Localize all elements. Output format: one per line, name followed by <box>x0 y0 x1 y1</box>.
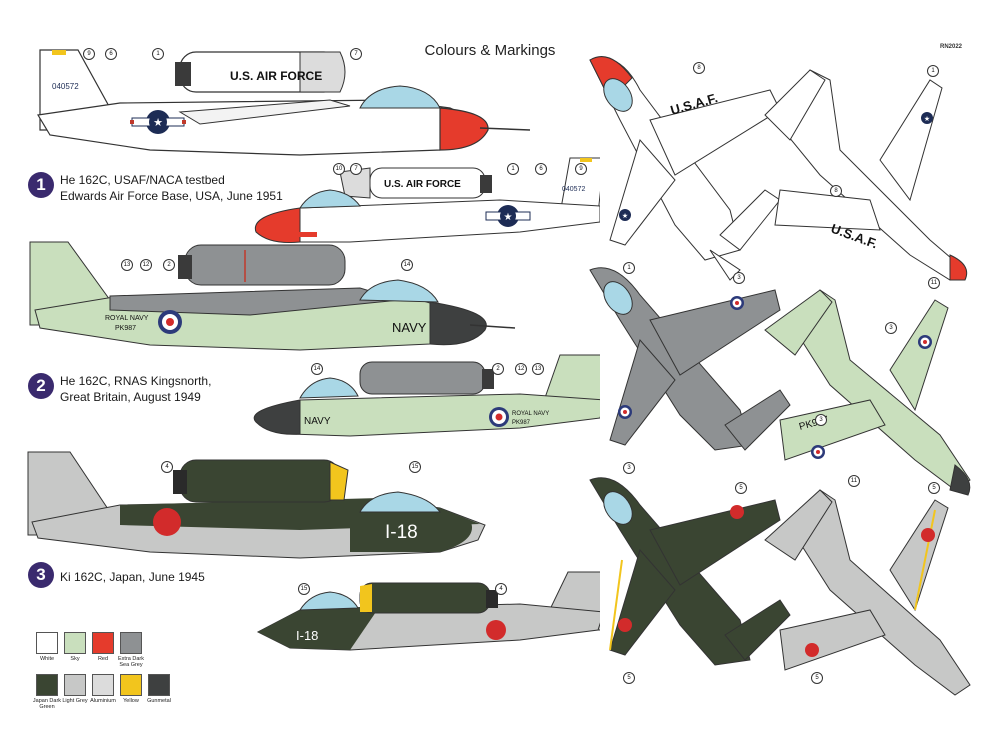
callout-number: 7 <box>350 163 362 175</box>
callout-number: 3 <box>623 462 635 474</box>
callout-number: 9 <box>575 163 587 175</box>
s1-right-usaf-text: U.S. AIR FORCE <box>384 179 461 190</box>
callout-number: 14 <box>401 259 413 271</box>
colour-swatch <box>92 674 114 696</box>
s1-right-serial: 040572 <box>562 186 585 193</box>
s3-left-profile: I-18 <box>27 451 486 559</box>
s2-left-navy: NAVY <box>392 320 427 335</box>
side-views: U.S. AIR FORCE ★ 040572 U.S. AIR FORCE <box>27 49 600 651</box>
scheme-1-line1: He 162C, USAF/NACA testbed <box>60 173 225 187</box>
colour-swatch-label: Aluminium <box>90 698 116 704</box>
callout-number: 15 <box>298 583 310 595</box>
colour-swatch-label: Red <box>97 656 109 662</box>
callout-number: 12 <box>515 363 527 375</box>
colour-swatch-label: White <box>39 656 55 662</box>
callout-number: 1 <box>152 48 164 60</box>
callout-number: 1 <box>623 262 635 274</box>
callout-number: 5 <box>623 672 635 684</box>
page-title: Colours & Markings <box>424 42 556 59</box>
colour-swatch <box>36 674 58 696</box>
callout-number: 4 <box>495 583 507 595</box>
s3-left-code: I-18 <box>385 522 418 543</box>
s2-top-view <box>589 267 791 451</box>
svg-text:★: ★ <box>153 117 163 129</box>
scheme-1-caption: He 162C, USAF/NACA testbed Edwards Air F… <box>60 172 283 204</box>
callout-number: 13 <box>532 363 544 375</box>
s2-right-navy: NAVY <box>304 416 331 427</box>
callout-number: 3 <box>885 322 897 334</box>
colour-swatch <box>64 632 86 654</box>
callout-number: 3 <box>733 272 745 284</box>
svg-text:★: ★ <box>622 212 628 220</box>
scheme-3-badge: 3 <box>28 562 54 588</box>
callout-number: 12 <box>140 259 152 271</box>
colour-swatch <box>64 674 86 696</box>
scheme-3-line1: Ki 162C, Japan, June 1945 <box>60 570 205 584</box>
s3-bottom-view <box>764 489 971 696</box>
s3-right-code: I-18 <box>296 628 318 643</box>
scheme-2-caption: He 162C, RNAS Kingsnorth, Great Britain,… <box>60 373 211 405</box>
callout-number: 1 <box>507 163 519 175</box>
callout-number: 8 <box>830 185 842 197</box>
colour-swatch-label: Sky <box>70 656 80 662</box>
callout-number: 3 <box>815 414 827 426</box>
callout-number: 1 <box>927 65 939 77</box>
callout-number: 13 <box>121 259 133 271</box>
s3-top-view <box>589 477 791 666</box>
colour-swatch <box>120 674 142 696</box>
colour-swatch <box>92 632 114 654</box>
callout-number: 7 <box>350 48 362 60</box>
colour-swatch <box>120 632 142 654</box>
callout-number: 2 <box>492 363 504 375</box>
s2-bottom-view: PK987 <box>764 289 971 496</box>
callout-number: 11 <box>928 277 940 289</box>
s2-left-royal-navy: ROYAL NAVY <box>105 315 149 322</box>
callout-number: 9 <box>83 48 95 60</box>
s1-right-profile: U.S. AIR FORCE ★ 040572 <box>254 157 600 243</box>
callout-number: 14 <box>311 363 323 375</box>
callout-number: 4 <box>161 461 173 473</box>
scheme-2-line2: Great Britain, August 1949 <box>60 390 201 404</box>
callout-number: 6 <box>105 48 117 60</box>
scheme-1-line2: Edwards Air Force Base, USA, June 1951 <box>60 189 283 203</box>
colour-swatch <box>36 632 58 654</box>
sheet-code: RN2022 <box>940 44 963 50</box>
s2-right-profile: NAVY ROYAL NAVY PK987 <box>253 354 600 437</box>
callout-number: 2 <box>163 259 175 271</box>
s1-left-profile: U.S. AIR FORCE ★ 040572 <box>37 49 531 156</box>
colour-swatch-label: Light Grey <box>62 698 88 704</box>
svg-text:★: ★ <box>924 115 930 123</box>
callout-number: 11 <box>848 475 860 487</box>
colour-swatch-label: Gunmetal <box>147 698 171 704</box>
s1-left-usaf-text: U.S. AIR FORCE <box>230 69 322 83</box>
callout-number: 5 <box>928 482 940 494</box>
scheme-2-badge: 2 <box>28 373 54 399</box>
scheme-1-badge: 1 <box>28 172 54 198</box>
s1-top-view: U.S.A.F. ★ <box>589 56 781 281</box>
scheme-2-line1: He 162C, RNAS Kingsnorth, <box>60 374 212 388</box>
s2-left-serial: PK987 <box>115 325 136 332</box>
scheme-3-caption: Ki 162C, Japan, June 1945 <box>60 569 205 585</box>
plan-views: U.S.A.F. ★ U.S.A.F. ★ <box>589 56 971 696</box>
s1-bottom-view: U.S.A.F. ★ <box>764 69 968 281</box>
callout-number: 10 <box>333 163 345 175</box>
s2-right-serial: PK987 <box>512 420 531 426</box>
svg-text:★: ★ <box>504 212 513 223</box>
callout-number: 15 <box>409 461 421 473</box>
s3-right-profile: I-18 <box>256 571 600 651</box>
colour-swatch-label: Japan Dark Green <box>32 698 62 710</box>
callout-number: 6 <box>535 163 547 175</box>
callout-number: 5 <box>811 672 823 684</box>
colour-swatch-label: Extra Dark Sea Grey <box>118 656 144 668</box>
callout-number: 5 <box>735 482 747 494</box>
colour-swatch-label: Yellow <box>123 698 139 704</box>
s1-left-serial: 040572 <box>52 82 79 91</box>
s2-right-royal-navy: ROYAL NAVY <box>512 411 549 417</box>
s2-left-profile: ROYAL NAVY PK987 NAVY <box>29 241 516 351</box>
callout-number: 8 <box>693 62 705 74</box>
colour-swatch <box>148 674 170 696</box>
